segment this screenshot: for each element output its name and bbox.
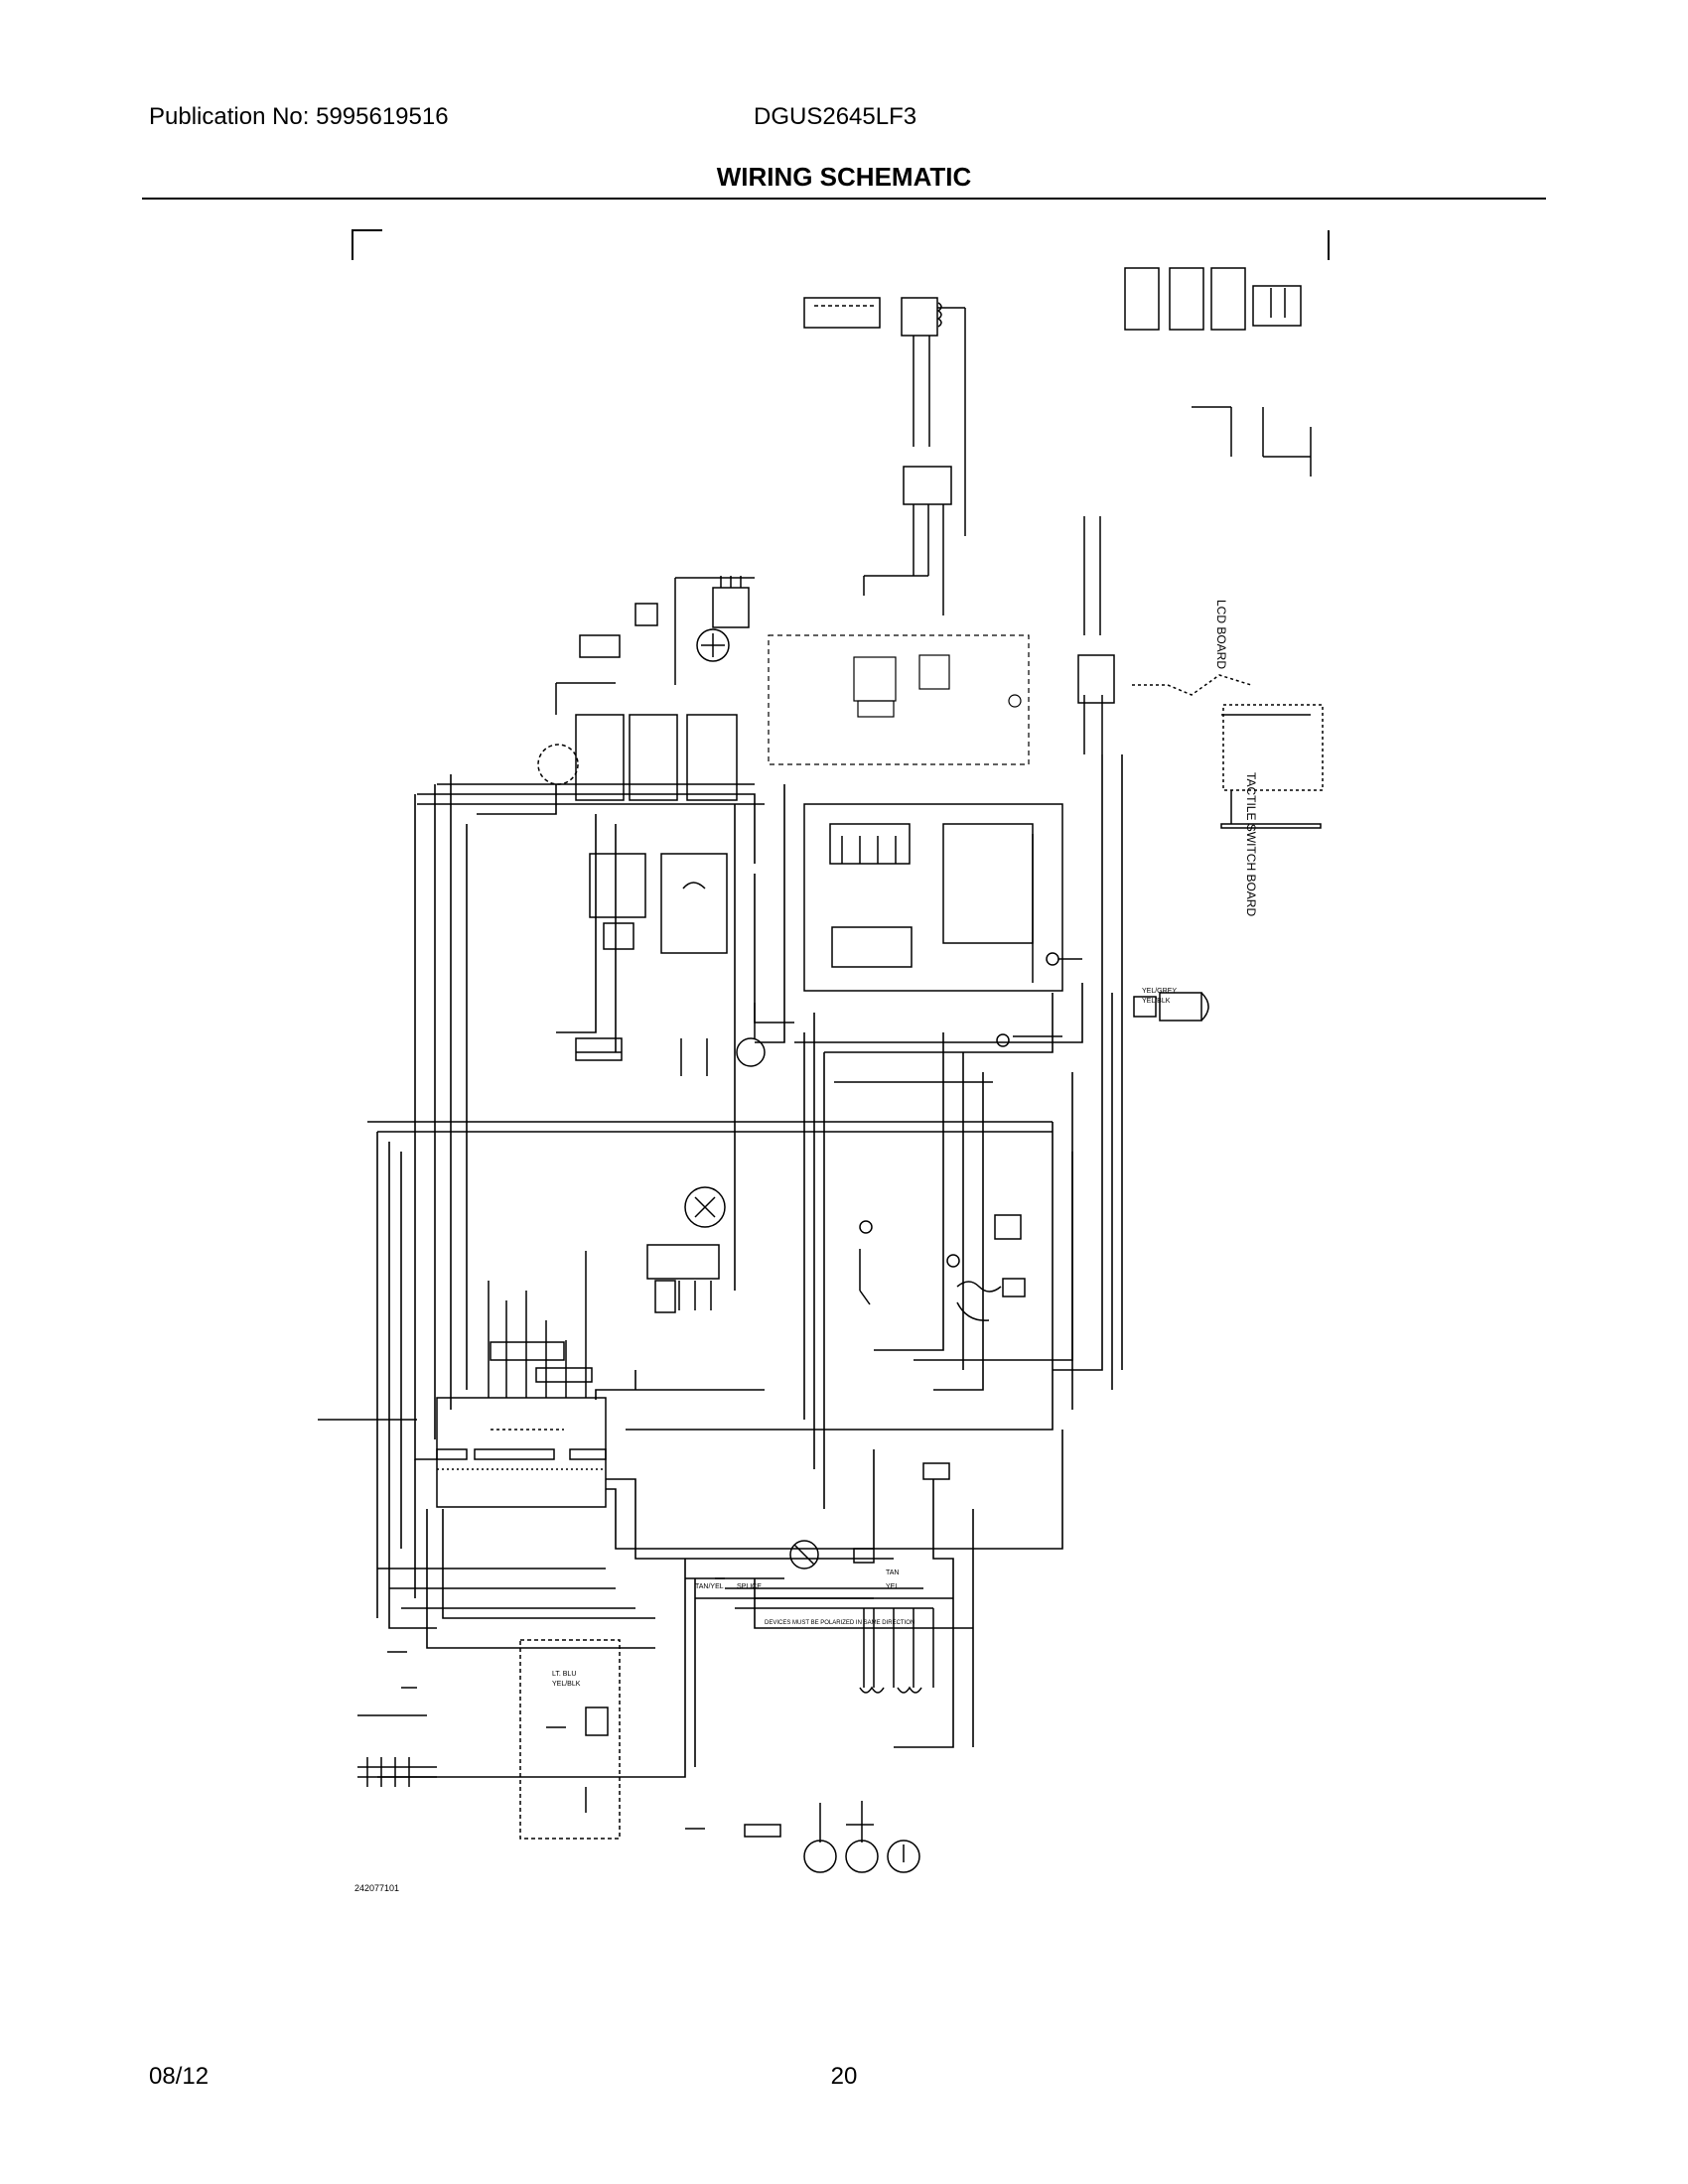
publication-number: Publication No: 5995619516	[149, 103, 449, 130]
top-right-connectors	[1124, 267, 1312, 477]
tactile-switch-board-label: TACTILE SWITCH BOARD	[1244, 772, 1258, 916]
fan-motor-cluster	[537, 576, 755, 801]
page-title: WIRING SCHEMATIC	[716, 162, 972, 192]
lt-blu-label: LT. BLU	[552, 1671, 576, 1678]
tan-label: TAN	[886, 1570, 899, 1576]
corner-marks	[352, 229, 1330, 260]
main-control-board	[436, 1251, 607, 1508]
freezer-components-left	[575, 853, 766, 1076]
lamp-sockets	[685, 1801, 920, 1873]
wiring-harness	[318, 754, 1123, 1778]
splice-label: SPLICE	[737, 1583, 762, 1590]
control-board-outline	[768, 634, 1030, 765]
bottom-left-connectors	[357, 1639, 621, 1840]
tan-yel-label: TAN/YEL	[695, 1583, 724, 1590]
diagram-id: 242077101	[354, 1883, 399, 1893]
schematic-labels: LCD BOARD TACTILE SWITCH BOARD LT. BLU Y…	[354, 600, 1258, 1893]
yel-blk-label: YEL/BLK	[552, 1681, 581, 1688]
model-number: DGUS2645LF3	[754, 103, 917, 130]
freezer-control-cluster	[803, 803, 1082, 992]
polarized-note: DEVICES MUST BE POLARIZED IN SAME DIRECT…	[765, 1620, 914, 1626]
yel-label: YEL	[886, 1583, 899, 1590]
header-divider	[142, 198, 1546, 200]
tactile-switch-board	[1077, 516, 1324, 829]
top-center-connector	[803, 297, 966, 615]
lcd-board-label: LCD BOARD	[1214, 600, 1228, 669]
page-number: 20	[830, 2063, 858, 2090]
lower-center-components	[646, 1186, 1026, 1321]
mid-right-components	[996, 992, 1209, 1047]
yel-grey-label: YEL/GREY	[1142, 988, 1177, 995]
footer-date: 08/12	[149, 2063, 210, 2090]
yel-blk-label-2: YEL/BLK	[1142, 998, 1171, 1005]
lower-right-wiring	[715, 1462, 953, 1694]
